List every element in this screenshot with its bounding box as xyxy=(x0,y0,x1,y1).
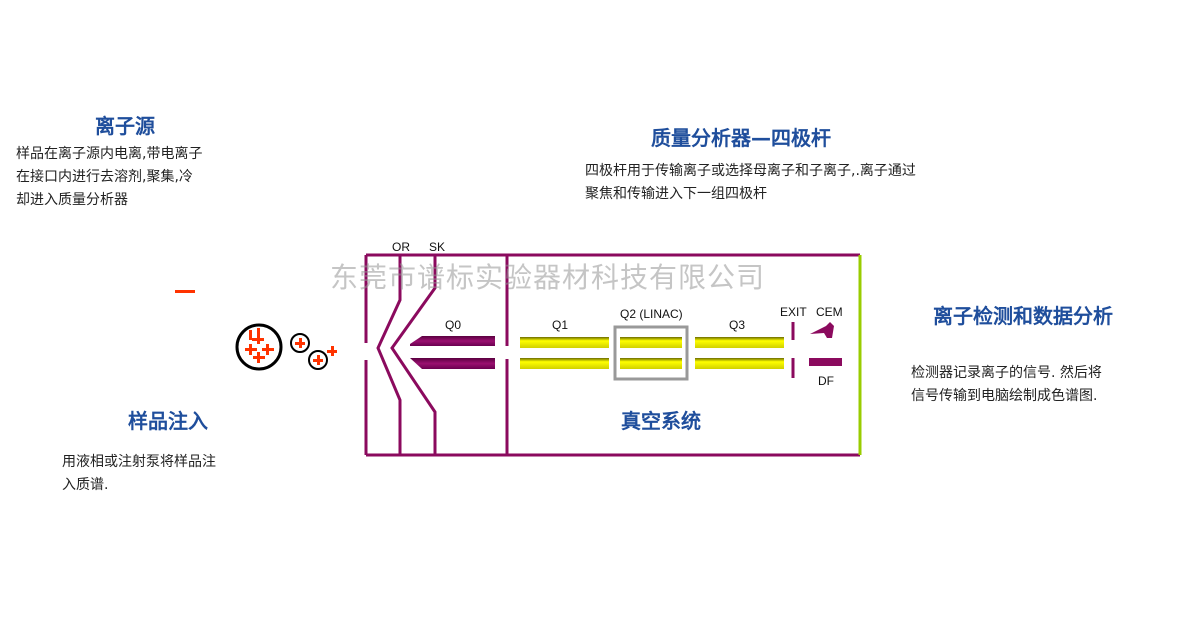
text-line: 入质谱. xyxy=(62,477,109,493)
text-line: 在接口内进行去溶剂,聚集,冷 xyxy=(16,169,193,185)
q2-collision-cell xyxy=(613,325,689,381)
q3-rod xyxy=(695,358,784,369)
sample-injection-title: 样品注入 xyxy=(128,409,208,433)
vacuum-system-title: 真空系统 xyxy=(621,409,701,433)
ion-source-dash xyxy=(175,290,195,293)
label-or: OR xyxy=(392,240,410,254)
df-dynode xyxy=(809,358,842,366)
orifice-cone xyxy=(376,255,402,455)
sample-injection-desc: 用液相或注射泵将样品注 入质谱. xyxy=(62,451,216,497)
q0-rod xyxy=(410,336,495,346)
q1-rod xyxy=(520,337,609,348)
label-cem: CEM xyxy=(816,305,843,319)
text-line: 样品在离子源内电离,带电离子 xyxy=(16,146,203,162)
cem-detector xyxy=(810,322,834,338)
skimmer-cone xyxy=(390,255,437,455)
label-q0: Q0 xyxy=(445,318,461,332)
label-q3: Q3 xyxy=(729,318,745,332)
detection-desc: 检测器记录离子的信号. 然后将 信号传输到电脑绘制成色谱图. xyxy=(911,362,1102,408)
text-line: 用液相或注射泵将样品注 xyxy=(62,454,216,470)
ion-source-desc: 样品在离子源内电离,带电离子 在接口内进行去溶剂,聚集,冷 却进入质量分析器 xyxy=(16,143,202,212)
text-line: 聚焦和传输进入下一组四极杆 xyxy=(585,186,767,202)
q0-rod xyxy=(410,358,495,369)
q2-rod xyxy=(620,358,682,369)
label-q1: Q1 xyxy=(552,318,568,332)
text-line: 信号传输到电脑绘制成色谱图. xyxy=(911,388,1098,404)
label-q2: Q2 (LINAC) xyxy=(620,307,683,321)
ion-source-title: 离子源 xyxy=(95,114,155,138)
label-sk: SK xyxy=(429,240,445,254)
q1-rod xyxy=(520,358,609,369)
droplet-icon xyxy=(235,323,283,371)
text-line: 检测器记录离子的信号. 然后将 xyxy=(911,365,1102,381)
ion-icon xyxy=(290,333,337,370)
text-line: 却进入质量分析器 xyxy=(16,192,128,208)
q2-rod xyxy=(620,337,682,348)
q3-rod xyxy=(695,337,784,348)
detection-title: 离子检测和数据分析 xyxy=(933,304,1113,328)
vacuum-chamber xyxy=(364,253,860,457)
watermark: 东莞市谱标实验器材科技有限公司 xyxy=(330,261,766,294)
mass-analyzer-title: 质量分析器—四极杆 xyxy=(651,126,831,150)
mass-analyzer-desc: 四极杆用于传输离子或选择母离子和子离子,.离子通过 聚焦和传输进入下一组四极杆 xyxy=(585,160,916,206)
label-df: DF xyxy=(818,374,834,388)
text-line: 四极杆用于传输离子或选择母离子和子离子,.离子通过 xyxy=(585,163,916,179)
label-exit: EXIT xyxy=(780,305,807,319)
